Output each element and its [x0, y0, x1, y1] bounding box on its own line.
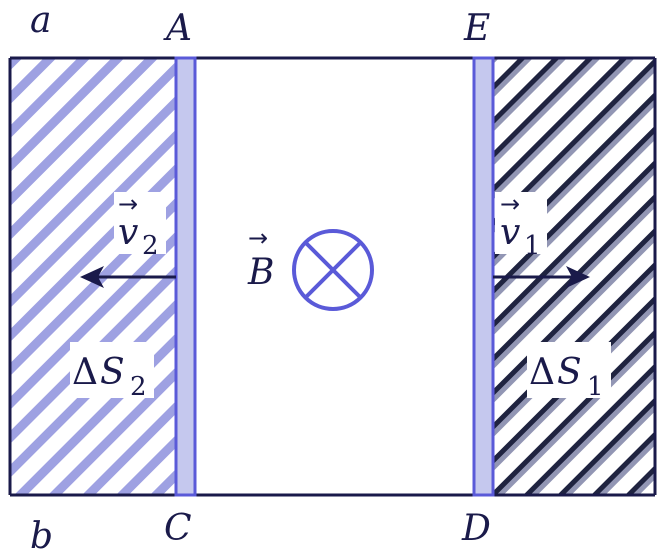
area-right-delta: Δ — [529, 352, 555, 393]
velocity-left-arrow-icon — [80, 266, 176, 288]
velocity-right-arrow: → — [500, 190, 520, 218]
velocity-right-subscript: 1 — [524, 231, 541, 261]
bar-ac — [174, 56, 197, 497]
velocity-left-label: → v 2 — [114, 190, 166, 261]
bar-label-a: A — [163, 8, 192, 49]
velocity-right-label: → v 1 — [495, 190, 547, 261]
velocity-left-symbol: v — [118, 212, 138, 253]
velocity-right-symbol: v — [500, 212, 520, 253]
area-right-subscript: 1 — [587, 372, 604, 402]
field-symbol: B — [247, 252, 274, 293]
rail-label-b: b — [30, 516, 53, 557]
area-left-label: Δ S 2 — [70, 342, 154, 402]
area-right-label: Δ S 1 — [527, 342, 611, 402]
field-label: → B — [244, 224, 280, 293]
field-into-page-icon — [292, 229, 374, 311]
area-left-symbol: S — [100, 352, 125, 393]
velocity-left-subscript: 2 — [142, 231, 159, 261]
rail-label-a: a — [30, 0, 51, 41]
velocity-right-arrow-icon — [493, 266, 590, 288]
bar-label-d: D — [461, 508, 491, 549]
area-left-delta: Δ — [72, 352, 98, 393]
bar-label-e: E — [463, 8, 490, 49]
bar-ed — [472, 56, 495, 497]
field-arrow: → — [248, 224, 268, 252]
area-right-symbol: S — [557, 352, 582, 393]
area-left-subscript: 2 — [130, 372, 147, 402]
velocity-left-arrow: → — [118, 190, 138, 218]
bar-label-c: C — [164, 508, 192, 549]
